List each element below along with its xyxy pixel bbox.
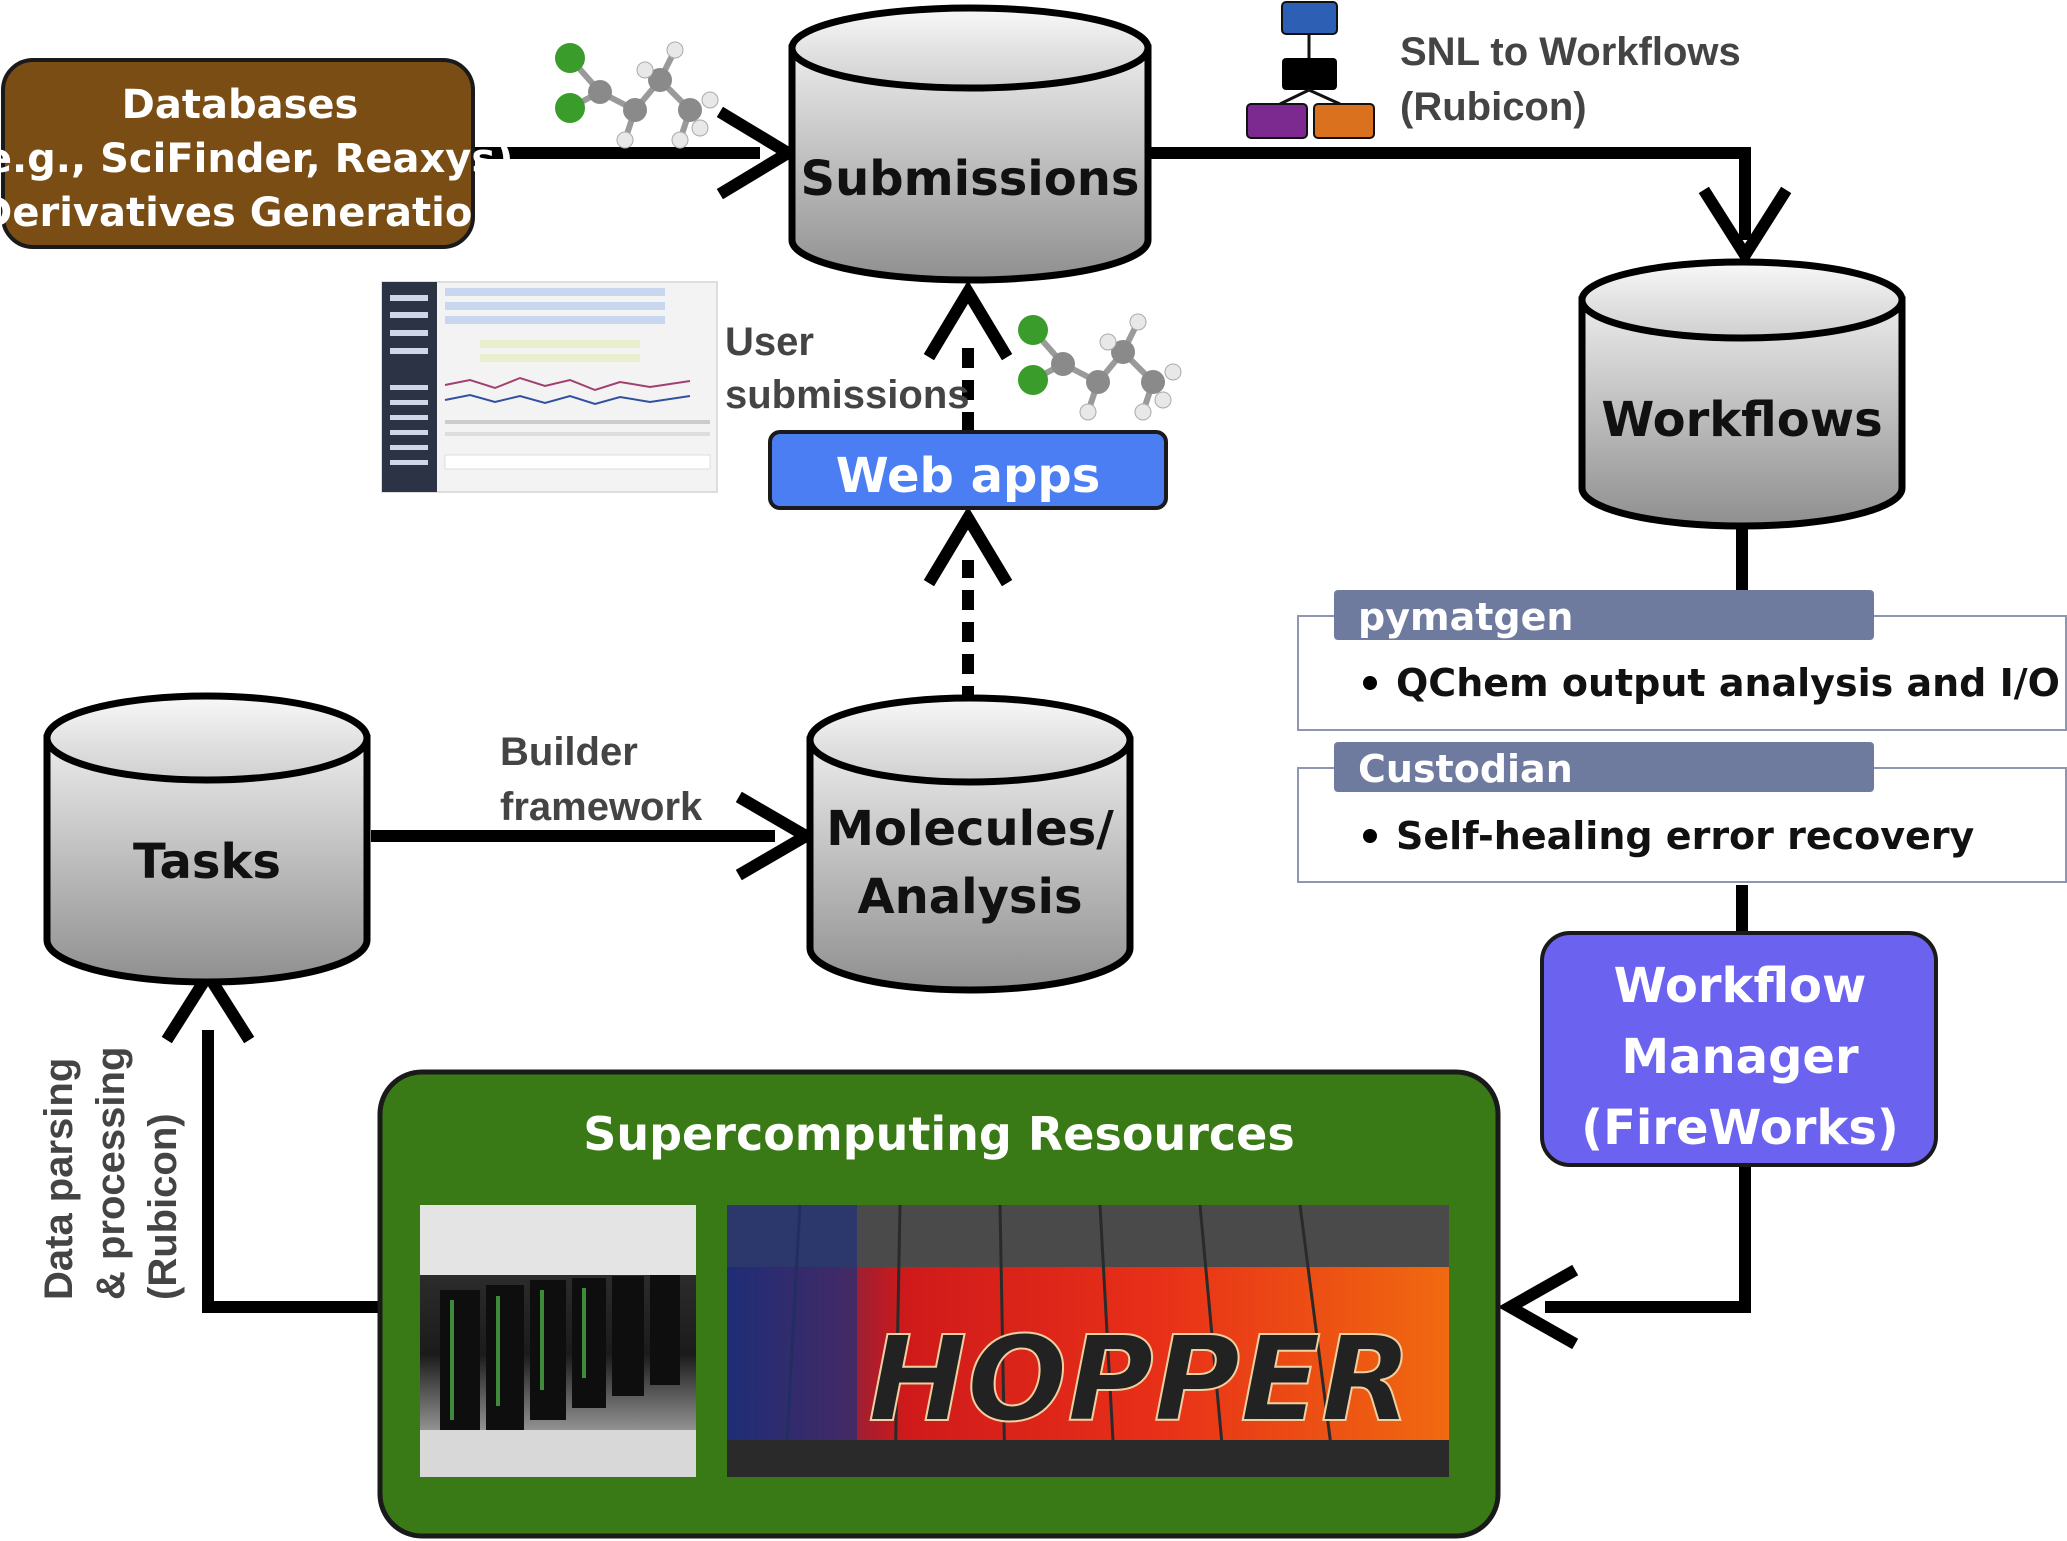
bullet-icon bbox=[1363, 829, 1377, 843]
workflow-manager-line-2: Manager bbox=[1621, 1029, 1859, 1085]
molecule-icon bbox=[1018, 313, 1182, 421]
data-parsing-label: Data parsing & processing (Rubicon) bbox=[37, 1047, 185, 1300]
molecule-icon bbox=[555, 41, 719, 149]
web-apps-label: Web apps bbox=[836, 448, 1101, 504]
custodian-panel: Custodian Self-healing error recovery bbox=[1297, 742, 2067, 883]
tasks-cylinder-body bbox=[43, 734, 371, 986]
databases-line-1: Databases bbox=[122, 82, 359, 128]
hopper-logo-text: HOPPER bbox=[868, 1310, 1412, 1448]
pymatgen-header-text: pymatgen bbox=[1358, 595, 1573, 639]
workflow-manager-node: Workflow Manager (FireWorks) bbox=[1540, 931, 1938, 1167]
molecules-line-2: Analysis bbox=[857, 869, 1082, 925]
workflow-manager-line-3: (FireWorks) bbox=[1581, 1100, 1899, 1156]
builder-label-line-1: Builder bbox=[500, 730, 638, 774]
pymatgen-bullet-text: QChem output analysis and I/O bbox=[1396, 661, 2060, 705]
pymatgen-panel: pymatgen QChem output analysis and I/O bbox=[1297, 590, 2067, 731]
custodian-panel-header bbox=[1334, 742, 1874, 792]
workflows-cylinder-body bbox=[1578, 296, 1906, 530]
arrowhead-left bbox=[1497, 1264, 1579, 1350]
hopper-photo: HOPPER bbox=[727, 1204, 1449, 1478]
arrowheads bbox=[161, 106, 1792, 1350]
submissions-node: Submissions bbox=[788, 4, 1152, 284]
pymatgen-panel-header bbox=[1334, 590, 1874, 640]
tasks-node: Tasks bbox=[43, 692, 371, 986]
arrowhead-up bbox=[923, 280, 1013, 361]
web-app-screenshot bbox=[381, 281, 718, 493]
snl-label-line-1: SNL to Workflows bbox=[1400, 30, 1741, 74]
workflows-node: Workflows bbox=[1578, 258, 1906, 530]
molecules-node: Molecules/ Analysis bbox=[806, 694, 1134, 994]
tasks-cylinder-top bbox=[43, 692, 371, 784]
workflows-label: Workflows bbox=[1601, 392, 1882, 448]
arrowhead-down bbox=[1698, 186, 1792, 267]
user-submissions-line-2: submissions bbox=[725, 373, 970, 417]
submissions-label: Submissions bbox=[801, 151, 1140, 207]
custodian-header-text: Custodian bbox=[1358, 747, 1573, 791]
supercomputing-label: Supercomputing Resources bbox=[583, 1107, 1295, 1161]
data-parsing-line-1: Data parsing bbox=[37, 1058, 81, 1300]
custodian-bullet-text: Self-healing error recovery bbox=[1396, 814, 1975, 858]
workflow-manager-line-1: Workflow bbox=[1614, 958, 1867, 1014]
data-parsing-line-3: (Rubicon) bbox=[141, 1113, 185, 1300]
user-submissions-line-1: User bbox=[725, 320, 814, 364]
supercomputing-node: Supercomputing Resources bbox=[377, 1069, 1501, 1539]
submissions-cylinder-top bbox=[788, 4, 1152, 92]
hierarchy-icon bbox=[1246, 1, 1375, 139]
workflows-cylinder-top bbox=[1578, 258, 1906, 342]
edge-manager-to-supercomputing bbox=[1545, 1163, 1751, 1313]
arrowhead-right bbox=[716, 106, 800, 200]
bullet-icon bbox=[1363, 676, 1377, 690]
edge-supercomputing-to-tasks bbox=[202, 1030, 378, 1313]
molecules-cylinder-top bbox=[806, 694, 1134, 786]
builder-label-line-2: framework bbox=[500, 785, 703, 829]
arrowhead-up bbox=[923, 506, 1013, 587]
web-apps-node: Web apps bbox=[768, 430, 1168, 510]
connectors bbox=[202, 147, 1751, 1313]
databases-node: Databases (e.g., SciFinder, Reaxys) Deri… bbox=[0, 58, 513, 249]
data-parsing-line-2: & processing bbox=[89, 1047, 133, 1300]
arrowhead-right bbox=[735, 791, 818, 881]
snl-label-line-2: (Rubicon) bbox=[1400, 85, 1587, 129]
submissions-cylinder-body bbox=[788, 44, 1152, 284]
edge-submissions-to-workflows bbox=[1148, 147, 1751, 240]
server-room-photo bbox=[420, 1205, 696, 1477]
databases-box bbox=[1, 58, 475, 249]
databases-line-2: (e.g., SciFinder, Reaxys) bbox=[0, 136, 513, 182]
molecules-line-1: Molecules/ bbox=[826, 801, 1114, 857]
tasks-label: Tasks bbox=[133, 834, 281, 890]
molecules-cylinder-body bbox=[806, 736, 1134, 994]
workflow-manager-box bbox=[1540, 931, 1938, 1167]
databases-line-3: Derivatives Generation bbox=[0, 190, 501, 236]
web-apps-box bbox=[768, 430, 1168, 510]
